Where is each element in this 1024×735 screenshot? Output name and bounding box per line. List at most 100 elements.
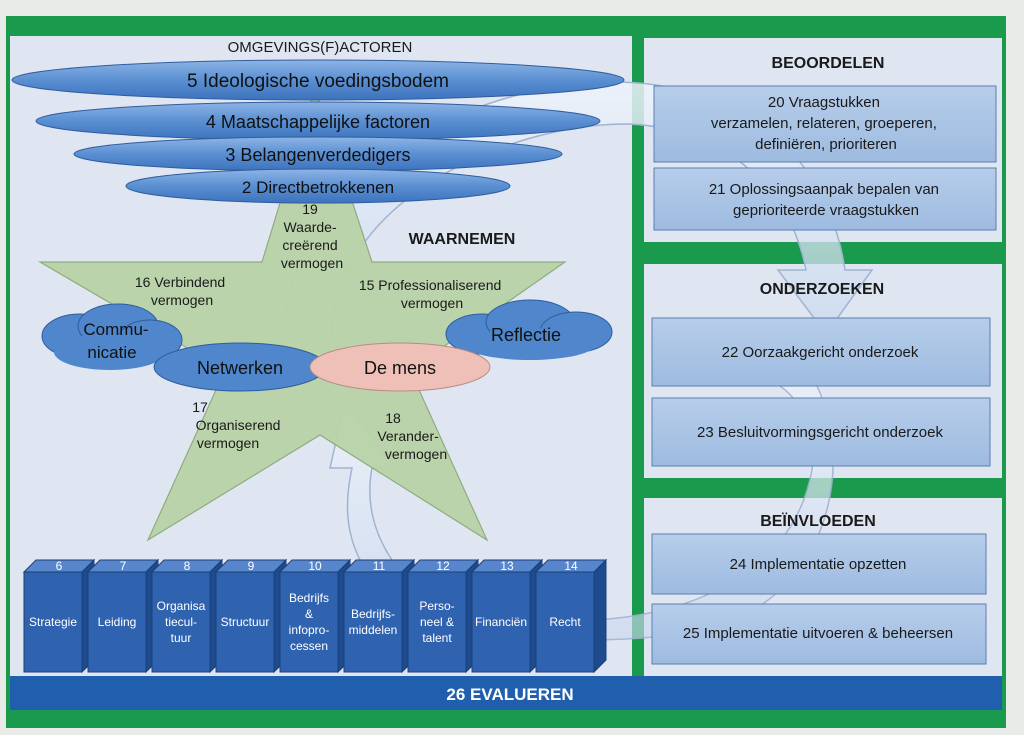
block-number: 8: [184, 559, 191, 573]
cap-18-line: vermogen: [385, 446, 447, 462]
block-label: Bedrijfs: [289, 591, 329, 605]
cap-18: 18 Verander- vermogen: [377, 410, 447, 462]
block-front-face: [471, 571, 531, 673]
mens-label: De mens: [364, 358, 436, 378]
block-front-face: [535, 571, 595, 673]
ellipse-5-label: 5 Ideologische voedingsbodem: [187, 71, 449, 92]
block-front-face: [151, 571, 211, 673]
ellipse-4: 4 Maatschappelijke factoren: [35, 101, 601, 141]
step-25-box: [651, 603, 987, 665]
block-label: Recht: [549, 615, 581, 629]
block-front-face: [407, 571, 467, 673]
step-20-line: verzamelen, relateren, groeperen,: [711, 115, 937, 132]
reflectie-label: Reflectie: [491, 325, 561, 345]
cloud-communicatie: Commu- nicatie: [41, 303, 183, 370]
block-front-face: [23, 571, 83, 673]
ellipse-3-label: 3 Belangenverdedigers: [225, 145, 410, 165]
footer-bar: [10, 676, 1002, 710]
cap-15-line: 15 Professionaliserend: [359, 277, 501, 293]
block-label: talent: [422, 631, 452, 645]
cap-19-line: 19: [302, 201, 318, 217]
step-24-box: [651, 533, 987, 595]
cap-19-line: Waarde-: [283, 219, 337, 235]
cap-16-line: vermogen: [151, 292, 213, 308]
block-number: 10: [308, 559, 322, 573]
beinvloeden-title: BEÏNVLOEDEN: [760, 512, 876, 530]
ellipse-netwerken: Netwerken: [153, 342, 327, 392]
block-number: 9: [248, 559, 255, 573]
step-23: 23 Besluitvormingsgericht onderzoek: [697, 424, 943, 441]
ellipse-2: 2 Directbetrokkenen: [125, 168, 511, 204]
ellipse-4-label: 4 Maatschappelijke factoren: [206, 112, 430, 132]
cap-15-line: vermogen: [401, 295, 463, 311]
block-label: &: [305, 607, 313, 621]
cap-17-line: vermogen: [197, 435, 259, 451]
cap-17-line: Organiserend: [196, 417, 281, 433]
communicatie-line: nicatie: [87, 343, 136, 362]
block-label: tuur: [171, 631, 192, 645]
ellipse-3: 3 Belangenverdedigers: [73, 136, 563, 172]
block-label: Organisa: [157, 599, 206, 613]
step-20-line: 20 Vraagstukken: [768, 94, 880, 111]
footer-label: 26 EVALUEREN: [446, 685, 573, 704]
block-front-face: [87, 571, 147, 673]
step-21-line: 21 Oplossingsaanpak bepalen van: [709, 181, 939, 198]
block-label: Strategie: [29, 615, 77, 629]
cap-19-line: creërend: [282, 237, 337, 253]
block-number: 13: [500, 559, 514, 573]
communicatie-line: Commu-: [83, 320, 148, 339]
block-number: 6: [56, 559, 63, 573]
block-front-face: [279, 571, 339, 673]
step-21: 21 Oplossingsaanpak bepalen van gepriori…: [709, 181, 943, 219]
block-label: Leiding: [98, 615, 137, 629]
block-label: Structuur: [221, 615, 270, 629]
block-side-face: [593, 558, 607, 674]
block-front-face: [215, 571, 275, 673]
step-21-box: [653, 167, 997, 231]
cap-16: 16 Verbindend vermogen: [135, 274, 229, 308]
block-number: 12: [436, 559, 450, 573]
block-number: 14: [564, 559, 578, 573]
cap-18-line: 18: [385, 410, 401, 426]
step-24: 24 Implementatie opzetten: [730, 556, 907, 573]
ellipse-2-label: 2 Directbetrokkenen: [242, 178, 394, 197]
block-label: Bedrijfs-: [351, 607, 395, 621]
cap-18-line: Verander-: [377, 428, 439, 444]
beoordelen-title: BEOORDELEN: [772, 55, 885, 72]
block-label: infopro-: [289, 623, 330, 637]
step-20: 20 Vraagstukken verzamelen, relateren, g…: [711, 94, 941, 153]
waarnemen-heading: WAARNEMEN: [409, 231, 516, 248]
env-header: OMGEVINGS(F)ACTOREN: [228, 39, 413, 56]
step-20-box: [653, 85, 997, 163]
block-number: 7: [120, 559, 127, 573]
cap-19-line: vermogen: [281, 255, 343, 271]
capability-star: [37, 86, 567, 542]
block-label: Perso-: [419, 599, 454, 613]
block-number: 11: [373, 559, 386, 573]
step-25: 25 Implementatie uitvoeren & beheersen: [683, 625, 953, 642]
step-21-line: geprioriteerde vraagstukken: [733, 202, 919, 219]
cap-17-line: 17: [192, 399, 208, 415]
step-23-box: [651, 397, 991, 467]
netwerken-label: Netwerken: [197, 358, 283, 378]
block-label: cessen: [290, 639, 328, 653]
cloud-reflectie: Reflectie: [445, 299, 613, 360]
block-label: tiecul-: [165, 615, 197, 629]
block-label: neel &: [420, 615, 454, 629]
block-label: middelen: [349, 623, 398, 637]
step-22-box: [651, 317, 991, 387]
organisation-blocks: 6Strategie7Leiding8Organisatiecul-tuur9S…: [22, 558, 608, 674]
cap-17: 17 Organiserend vermogen: [192, 399, 284, 451]
onderzoeken-title: ONDERZOEKEN: [760, 281, 884, 298]
step-20-line: definiëren, prioriteren: [755, 136, 897, 153]
